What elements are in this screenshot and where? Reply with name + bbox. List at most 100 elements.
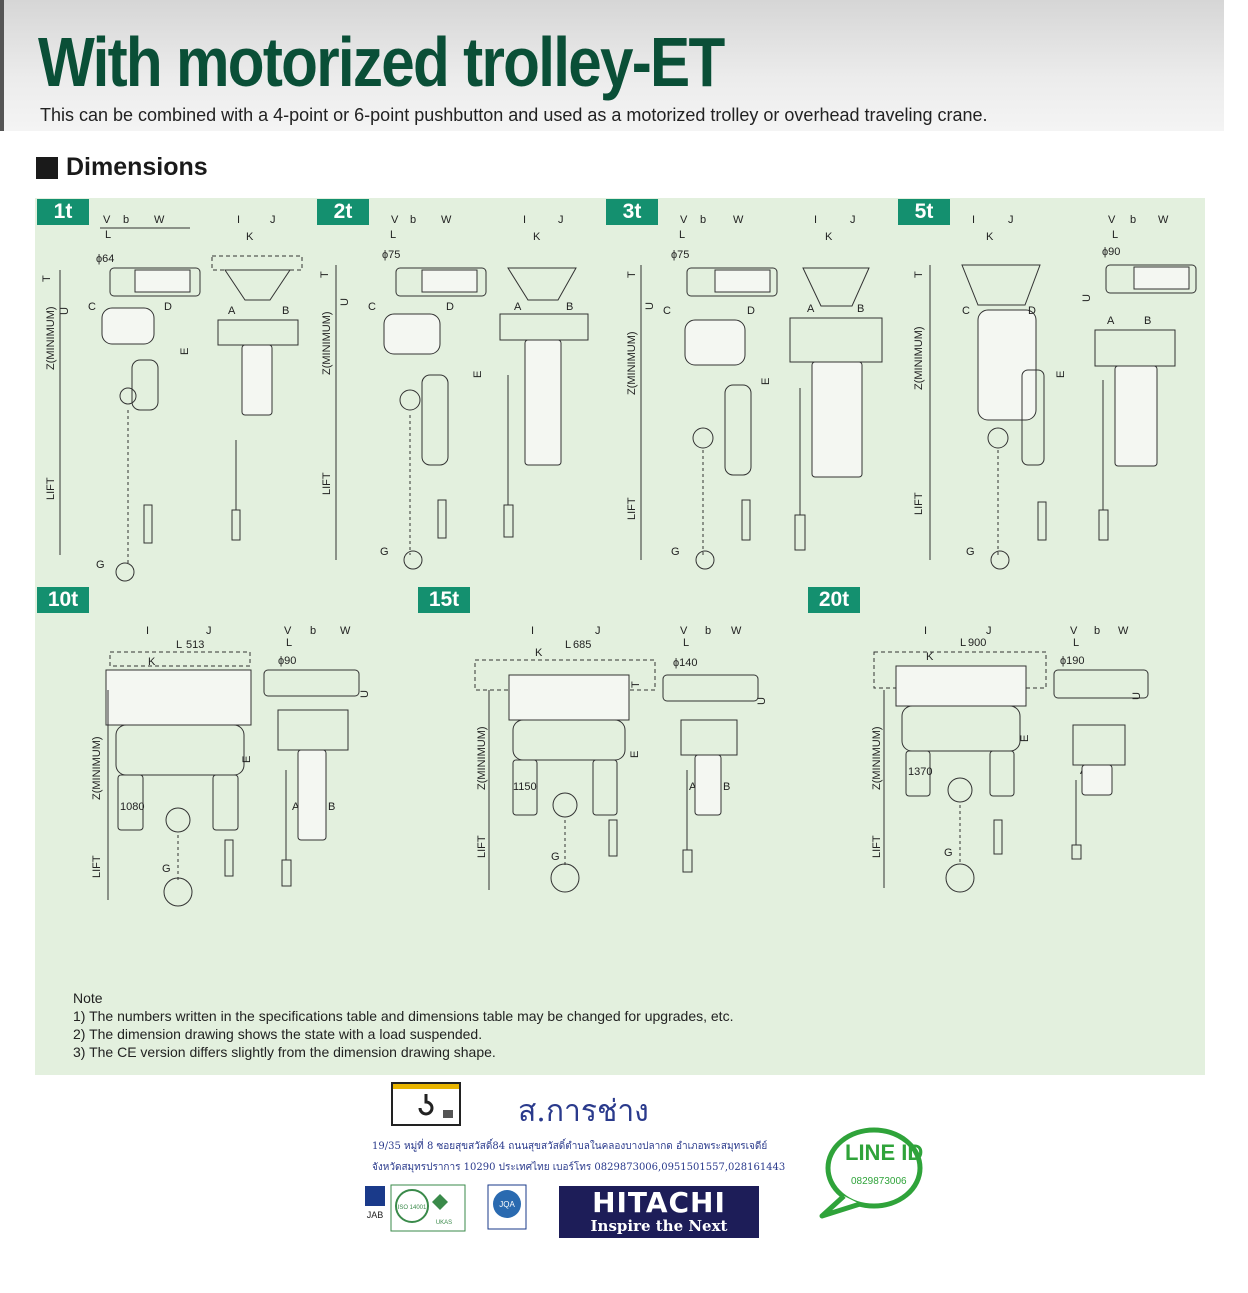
dim-v: V xyxy=(1108,214,1116,226)
company-address-line2: จังหวัดสมุทรปราการ 10290 ประเทศไทย เบอร์… xyxy=(372,1162,786,1173)
brand-name: HITACHI xyxy=(592,1186,726,1219)
dim-phi: ϕ75 xyxy=(382,249,400,261)
front-view-20t: I J 900 L K 1370 Z(MINIMUM) LIFT E G xyxy=(871,625,1047,893)
front-view-1t: I J K A B xyxy=(211,214,303,541)
drawing-20t: I J 900 L K 1370 Z(MINIMUM) LIFT E G V b… xyxy=(868,620,1168,910)
section-square-icon xyxy=(36,156,58,179)
cert-iso-text: ISO 14001 xyxy=(398,1205,427,1211)
page-subtitle: This can be combined with a 4-point or 6… xyxy=(40,105,988,125)
model-tag-1t: 1t xyxy=(37,199,89,225)
dim-b: b xyxy=(310,625,316,637)
front-view-10t: I J 513 L K 1080 Z(MINIMUM) LIFT E G xyxy=(91,625,253,907)
dim-l: L xyxy=(679,229,685,241)
dim-zmin: Z(MINIMUM) xyxy=(871,726,883,790)
side-view-20t: V b W L ϕ190 A B U xyxy=(1053,625,1149,860)
dim-lift: LIFT xyxy=(476,835,488,858)
dim-u: U xyxy=(1081,294,1093,302)
model-tag-15t: 15t xyxy=(418,587,470,613)
front-view-15t: I J 685 L K 1150 Z(MINIMUM) LIFT E T G xyxy=(474,625,656,893)
dim-a: A xyxy=(689,781,697,793)
dim-c: C xyxy=(368,301,376,313)
hitachi-logo: HITACHI Inspire the Next xyxy=(559,1186,759,1238)
notes-heading: Note xyxy=(73,990,103,1006)
dim-d: D xyxy=(164,301,172,313)
dim-a: A xyxy=(292,801,300,813)
dim-u: U xyxy=(339,298,351,306)
dim-g: G xyxy=(944,847,953,859)
dim-bb: B xyxy=(723,781,730,793)
hook-logo xyxy=(391,1082,461,1126)
dim-bb: B xyxy=(328,801,335,813)
drawing-5t: I J K C D T Z(MINIMUM) LIFT E G V b W L … xyxy=(900,210,1200,585)
side-view-5t: V b W L ϕ90 A B U xyxy=(1081,214,1197,541)
dim-u: U xyxy=(359,690,371,698)
front-view-5t: I J K C D T Z(MINIMUM) LIFT E G xyxy=(913,214,1067,570)
dim-j: J xyxy=(595,625,601,637)
side-view-15t: V b W L ϕ140 A B U xyxy=(662,625,768,873)
dim-c: C xyxy=(663,305,671,317)
dim-v: V xyxy=(284,625,292,637)
dim-k: K xyxy=(986,231,994,243)
dim-zmin: Z(MINIMUM) xyxy=(626,331,638,395)
dim-lift: LIFT xyxy=(913,492,925,515)
front-view-2t: I J K A B xyxy=(499,214,589,538)
dim-c: C xyxy=(962,305,970,317)
dim-bb: B xyxy=(1144,315,1151,327)
dim-phi: ϕ190 xyxy=(1060,655,1085,667)
dim-e: E xyxy=(1019,735,1031,742)
dim-t: T xyxy=(630,681,642,688)
dim-t: T xyxy=(913,271,925,278)
section-heading: Dimensions xyxy=(36,153,208,182)
dim-k: K xyxy=(246,231,254,243)
dim-phi: ϕ90 xyxy=(1102,246,1120,258)
dim-l: L xyxy=(390,229,396,241)
dim-lift: LIFT xyxy=(45,477,57,500)
dim-w: W xyxy=(731,625,742,637)
iso-cert-logo: ISO 14001 UKAS xyxy=(390,1184,466,1232)
side-view-3t: V b W L ϕ75 C D T U Z(MINIMUM) LIFT E G xyxy=(626,214,778,570)
dim-zmin: Z(MINIMUM) xyxy=(476,726,488,790)
dim-u: U xyxy=(59,307,71,315)
dim-g: G xyxy=(96,559,105,571)
dim-b: b xyxy=(123,214,129,226)
dim-bb: B xyxy=(566,301,573,313)
dim-u: U xyxy=(644,302,656,310)
dim-lift: LIFT xyxy=(91,855,103,878)
cert-jqa-text: JQA xyxy=(499,1200,515,1209)
dim-lift: LIFT xyxy=(321,472,333,495)
dim-i: I xyxy=(531,625,534,637)
dim-v: V xyxy=(1070,625,1078,637)
note-item: 3) The CE version differs slightly from … xyxy=(73,1044,496,1060)
drawing-3t: V b W L ϕ75 C D T U Z(MINIMUM) LIFT E G … xyxy=(607,210,892,585)
drawing-2t: V b W L ϕ75 C D T U Z(MINIMUM) LIFT E G … xyxy=(318,210,598,585)
dim-j: J xyxy=(270,214,276,226)
dim-hook: 1370 xyxy=(908,766,932,778)
drawing-10t: I J 513 L K 1080 Z(MINIMUM) LIFT E G V b… xyxy=(88,620,378,920)
model-tag-5t: 5t xyxy=(898,199,950,225)
dim-k: K xyxy=(533,231,541,243)
model-tag-10t: 10t xyxy=(37,587,89,613)
dim-k: K xyxy=(535,647,543,659)
drawing-15t: I J 685 L K 1150 Z(MINIMUM) LIFT E T G V… xyxy=(473,620,773,920)
dim-d: D xyxy=(1028,305,1036,317)
model-tag-2t: 2t xyxy=(317,199,369,225)
dim-l: L xyxy=(1112,229,1118,241)
dim-l: L xyxy=(176,639,182,651)
dim-bb: B xyxy=(857,303,864,315)
jqa-cert-logo: JQA xyxy=(487,1184,527,1230)
line-id-label: LINE ID xyxy=(845,1140,924,1165)
dim-w: W xyxy=(1118,625,1129,637)
dim-e: E xyxy=(241,756,253,763)
dim-w: W xyxy=(733,214,744,226)
dim-v: V xyxy=(103,214,111,226)
dim-l: L xyxy=(286,637,292,649)
dim-j: J xyxy=(206,625,212,637)
jab-cert-logo: JAB xyxy=(363,1184,387,1224)
header-band: With motorized trolley-ET This can be co… xyxy=(0,0,1224,131)
dim-e: E xyxy=(179,348,191,355)
side-view-1t: V b W L ϕ64 C D T U Z(MINIMUM) LIFT E G xyxy=(41,214,201,582)
notes: Note 1) The numbers written in the speci… xyxy=(73,989,733,1061)
dim-span: 513 xyxy=(186,639,204,651)
cert-jab-text: JAB xyxy=(367,1210,384,1220)
page-title: With motorized trolley-ET xyxy=(38,23,725,101)
